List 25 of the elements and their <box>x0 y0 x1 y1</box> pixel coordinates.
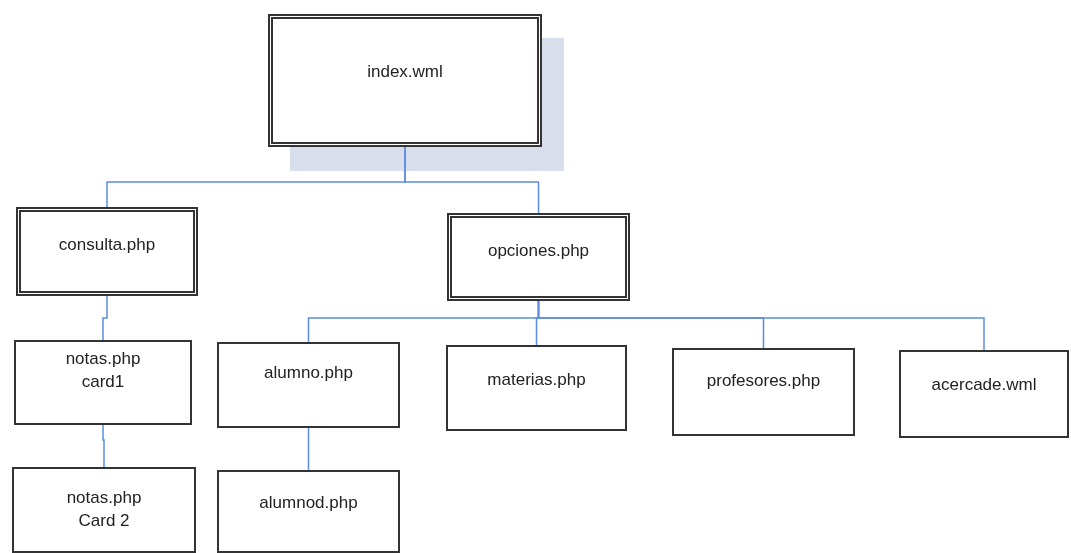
page-box <box>672 348 855 436</box>
file-name: acercade.wml <box>931 374 1037 396</box>
page-box-double-border <box>16 207 198 296</box>
connector-line <box>307 427 310 471</box>
file-name: consulta.php <box>58 234 156 256</box>
file-name: alumnod.php <box>259 492 358 514</box>
file-name: profesores.php <box>706 370 821 392</box>
page-box-double-border <box>268 14 542 147</box>
page-box <box>14 340 192 425</box>
page-box <box>217 470 400 553</box>
connector-line <box>102 295 108 341</box>
page-box <box>446 345 627 431</box>
file-name: materias.php <box>487 369 586 391</box>
connector-line <box>404 146 540 214</box>
file-name: index.wml <box>367 61 443 83</box>
file-name: alumno.php <box>264 362 353 384</box>
file-name: notas.php Card 2 <box>65 487 143 532</box>
file-name: notas.php card1 <box>64 348 142 393</box>
page-box <box>12 467 196 553</box>
page-box <box>899 350 1069 438</box>
connector-line <box>102 424 105 468</box>
connector-line <box>537 300 985 351</box>
file-name: opciones.php <box>487 240 590 262</box>
page-box-double-border <box>447 213 630 301</box>
page-box <box>217 342 400 428</box>
